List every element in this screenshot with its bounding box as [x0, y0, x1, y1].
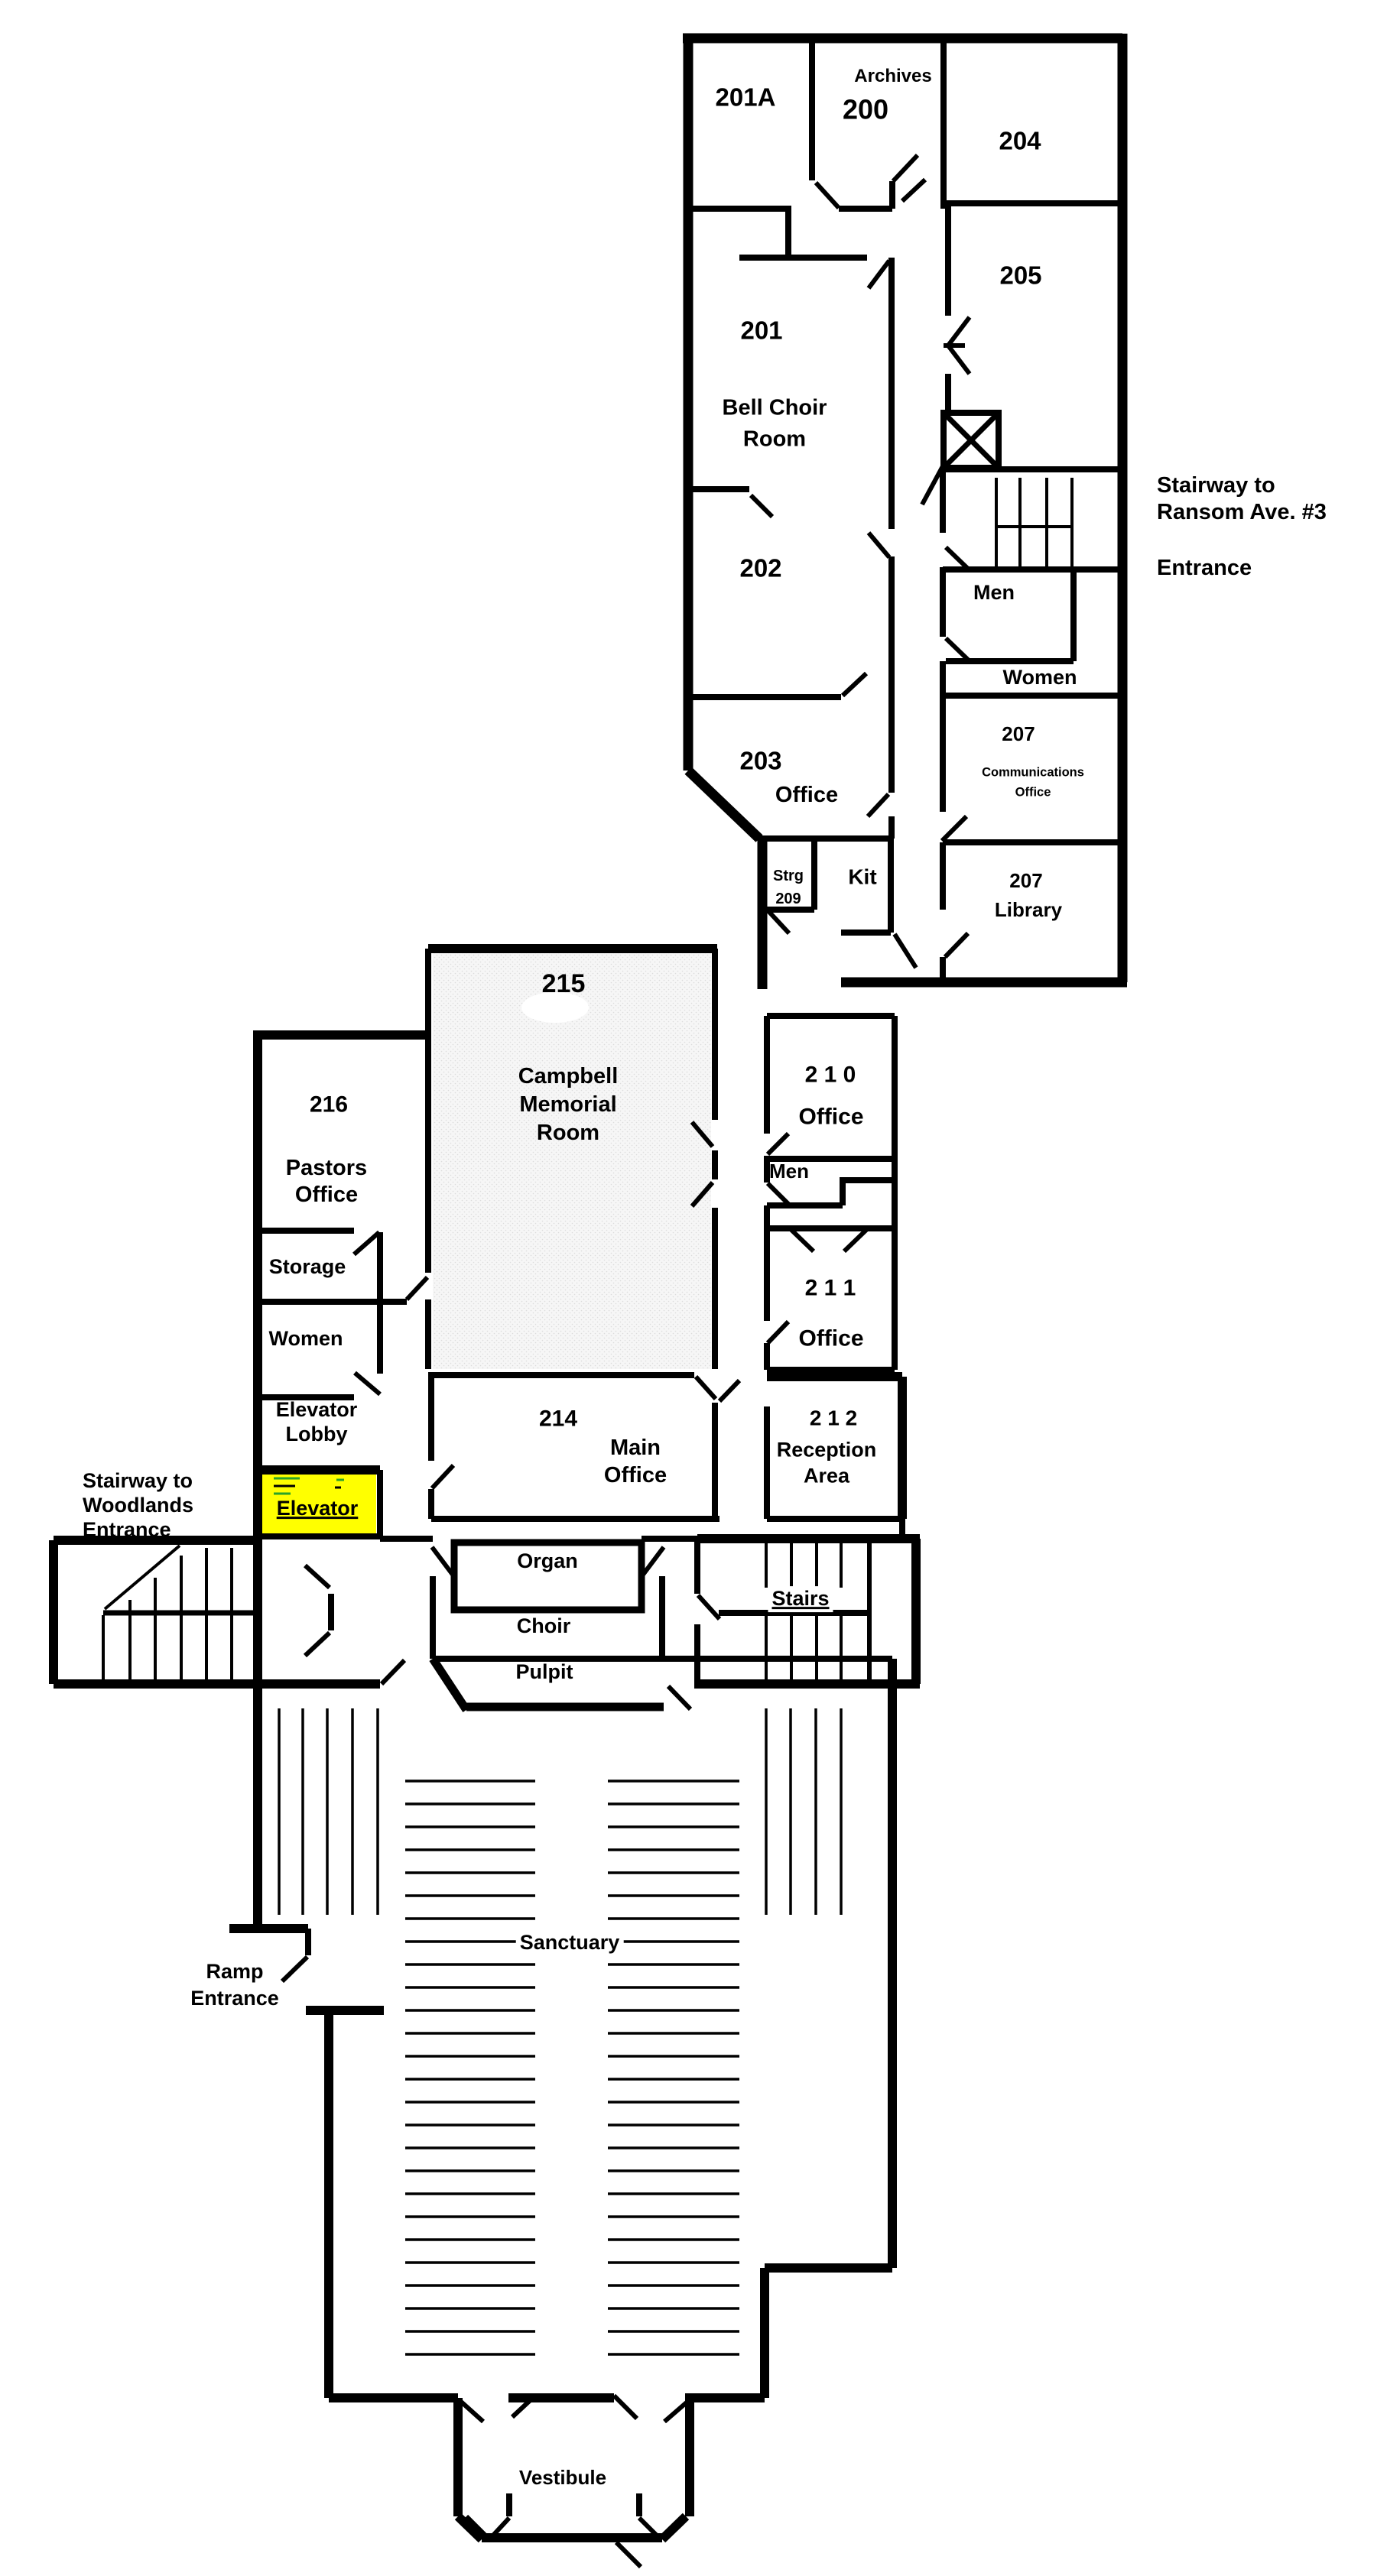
organ-box: [450, 1539, 645, 1614]
room-214-name-label: Main Office: [603, 1435, 668, 1488]
pulpit-label: Pulpit: [515, 1660, 573, 1684]
room-216-label: 216: [309, 1092, 349, 1118]
room-203-label: 203: [739, 746, 782, 775]
memorial-room-fill: [433, 953, 711, 1369]
upper-wing-inner-walls: [688, 42, 1122, 982]
room-201-label: 201: [740, 316, 783, 345]
women-mid-label: Women: [268, 1327, 343, 1351]
ransom-stairway-treads: [995, 478, 1074, 569]
chancel-door-swings: [430, 1546, 693, 1711]
room-210-label: 2 1 0: [804, 1062, 856, 1088]
room-211-label: 2 1 1: [804, 1275, 856, 1301]
upper-wing-outer-walls: [683, 33, 1128, 989]
elevator-pen-marks: [274, 1477, 344, 1495]
room-207l-name-label: Library: [994, 897, 1063, 921]
men-upper-label: Men: [973, 581, 1015, 605]
kit-label: Kit: [848, 865, 877, 889]
upper-wing-door-swings: [749, 153, 972, 969]
room-204-label: 204: [999, 126, 1041, 155]
choir-label: Choir: [516, 1614, 571, 1638]
room-200-label: 200: [842, 93, 889, 125]
elevator-highlight: [261, 1474, 376, 1535]
elevator-label: Elevator: [276, 1497, 359, 1520]
middle-wing-door-swings: [280, 1121, 869, 1984]
room-207c-label: 207: [1002, 722, 1035, 745]
middle-wing-outer-walls: [49, 944, 907, 2402]
room-201a-label: 201A: [715, 83, 776, 112]
room-205-label: 205: [999, 261, 1042, 290]
room-215-name-label: Campbell Memorial Room: [518, 1063, 619, 1145]
room-212-name-label: Reception Area: [776, 1438, 877, 1487]
lift-shaft-symbol: [940, 410, 1002, 471]
memorial-room-blotch: [521, 992, 589, 1023]
room-211-name-label: Office: [798, 1325, 864, 1351]
room-207c-name-label: Communications Office: [982, 765, 1084, 800]
woodlands-stairway-label: Stairway to Woodlands Entrance: [83, 1469, 193, 1541]
room-216-name-label: Pastors Office: [285, 1156, 368, 1207]
ramp-entrance-label: Ramp Entrance: [190, 1959, 279, 2010]
room-207l-label: 207: [1009, 868, 1043, 892]
stairs-room-treads: [765, 1543, 843, 1680]
elevator-lobby-label: Elevator Lobby: [275, 1398, 358, 1445]
stairs-door-swing: [696, 1593, 722, 1621]
stairs-room-walls: [694, 1534, 921, 1689]
men-mid-label: Men: [769, 1159, 809, 1183]
sanctuary-outer-walls: [690, 1659, 897, 2402]
sanctuary-pews: [278, 1708, 843, 2356]
vestibule-door-swings: [459, 2393, 689, 2569]
room-203-name-label: Office: [775, 782, 839, 807]
ransom-stairway-label: Stairway to Ransom Ave. #3: [1157, 473, 1327, 524]
room-214-label: 214: [538, 1406, 578, 1432]
room-200-name-label: Archives: [854, 66, 932, 86]
stairs-label: Stairs: [768, 1586, 833, 1612]
women-upper-label: Women: [1002, 666, 1077, 689]
sanctuary-label: Sanctuary: [515, 1930, 624, 1956]
vestibule-label: Vestibule: [515, 2464, 611, 2490]
room-202-label: 202: [739, 553, 782, 582]
strg-209-label: Strg 209: [773, 868, 804, 907]
storage-label: Storage: [268, 1255, 346, 1279]
woodlands-stairway-treads: [102, 1544, 258, 1684]
room-212-label: 2 1 2: [809, 1406, 858, 1430]
room-215-label: 215: [541, 968, 586, 998]
middle-wing-inner-walls: [258, 949, 905, 1955]
organ-label: Organ: [517, 1549, 578, 1573]
room-210-name-label: Office: [798, 1104, 864, 1130]
room-201-name-label: Bell Choir Room: [722, 395, 827, 451]
vestibule-stubs: [506, 2493, 642, 2516]
ransom-entrance-label: Entrance: [1157, 555, 1252, 580]
